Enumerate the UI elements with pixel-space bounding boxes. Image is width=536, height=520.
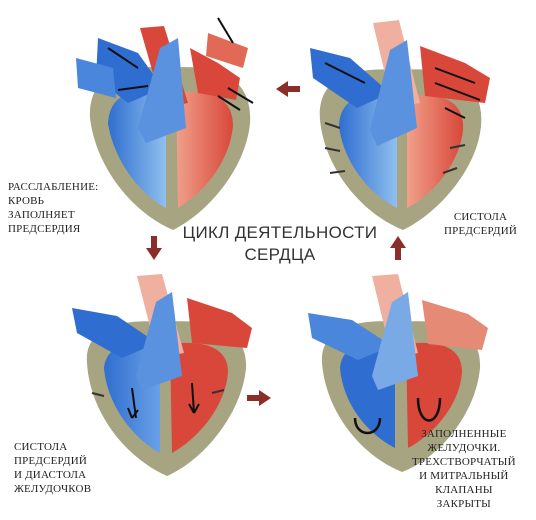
heart-diagram-filled-ventricles <box>308 274 488 472</box>
label-atrial-systole: СИСТОЛА ПРЕДСЕРДИЙ <box>444 211 518 237</box>
cycle-arrow-left <box>276 81 300 97</box>
label-ventricular-diastole: СИСТОЛА ПРЕДСЕРДИЙ И ДИАСТОЛА ЖЕЛУДОЧКОВ <box>14 441 92 495</box>
diagram-title: ЦИКЛ ДЕЯТЕЛЬНОСТИ СЕРДЦА <box>182 223 378 264</box>
cycle-arrow-up <box>390 236 406 260</box>
label-relaxation: РАССЛАБЛЕНИЕ: КРОВЬ ЗАПОЛНЯЕТ ПРЕДСЕРДИЯ <box>8 181 99 235</box>
label-filled-ventricles: ЗАПОЛНЕННЫЕ ЖЕЛУДОЧКИ. ТРЕХСТВОРЧАТЫЙ И … <box>412 428 516 510</box>
cycle-arrow-down <box>146 236 162 260</box>
heart-diagram-relaxation <box>76 17 254 230</box>
heart-diagram-atrial-systole <box>310 20 490 230</box>
cycle-arrow-right <box>247 390 271 406</box>
heart-diagram-ventricular-diastole <box>72 274 252 476</box>
